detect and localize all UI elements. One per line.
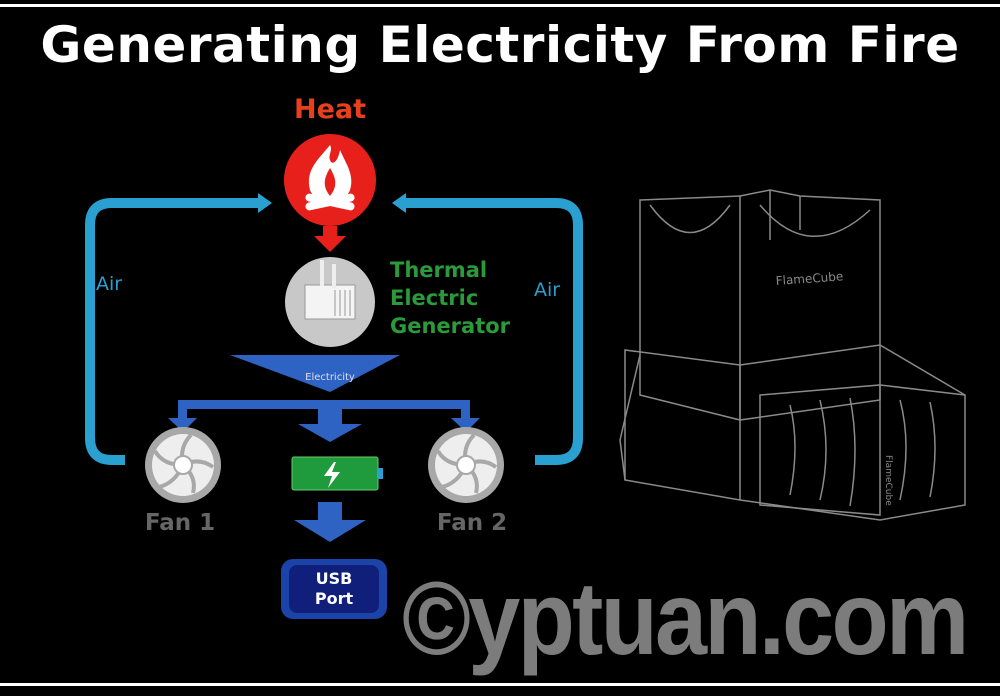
arrow-to-fan1 <box>168 418 197 432</box>
heat-arrow <box>314 226 346 252</box>
top-border <box>0 4 1000 7</box>
air-arrow-right <box>392 193 406 213</box>
bottom-border <box>0 683 1000 686</box>
usb-port-box: USB Port <box>281 559 387 619</box>
air-loop-left <box>85 198 262 465</box>
air-label-right: Air <box>534 279 561 301</box>
usb-label-line2: Port <box>314 589 354 608</box>
electricity-chevron <box>230 355 400 392</box>
page-title: Generating Electricity From Fire <box>40 16 960 74</box>
heat-label: Heat <box>293 94 367 125</box>
fan1-icon <box>145 427 221 503</box>
air-loop-right <box>402 198 583 465</box>
usb-label-line1: USB <box>315 569 353 588</box>
fire-icon <box>284 134 376 226</box>
air-arrow-left <box>258 193 272 213</box>
fan2-icon <box>428 427 504 503</box>
arrow-to-usb <box>294 520 366 542</box>
air-label-left: Air <box>96 273 123 295</box>
arrow-to-battery <box>298 424 362 442</box>
generator-label-line3: Generator <box>390 314 511 338</box>
electricity-label: Electricity <box>305 372 355 383</box>
generator-label: Thermal Electric Generator <box>390 256 510 340</box>
electricity-bus <box>178 400 470 409</box>
generator-label-line2: Electric <box>390 286 479 310</box>
fan2-label: Fan 2 <box>436 510 508 536</box>
thermoelectric-generator-icon <box>285 257 375 347</box>
flamecube-brand-label-top: FlameCube <box>775 269 843 288</box>
battery-icon <box>291 456 383 491</box>
fan1-label: Fan 1 <box>144 510 216 536</box>
flamecube-product-drawing <box>619 189 966 521</box>
arrow-to-fan2 <box>451 418 480 432</box>
watermark: ©yptuan.com <box>402 561 969 677</box>
generator-label-line1: Thermal <box>390 258 488 282</box>
flamecube-brand-label-side: FlameCube <box>883 455 893 506</box>
